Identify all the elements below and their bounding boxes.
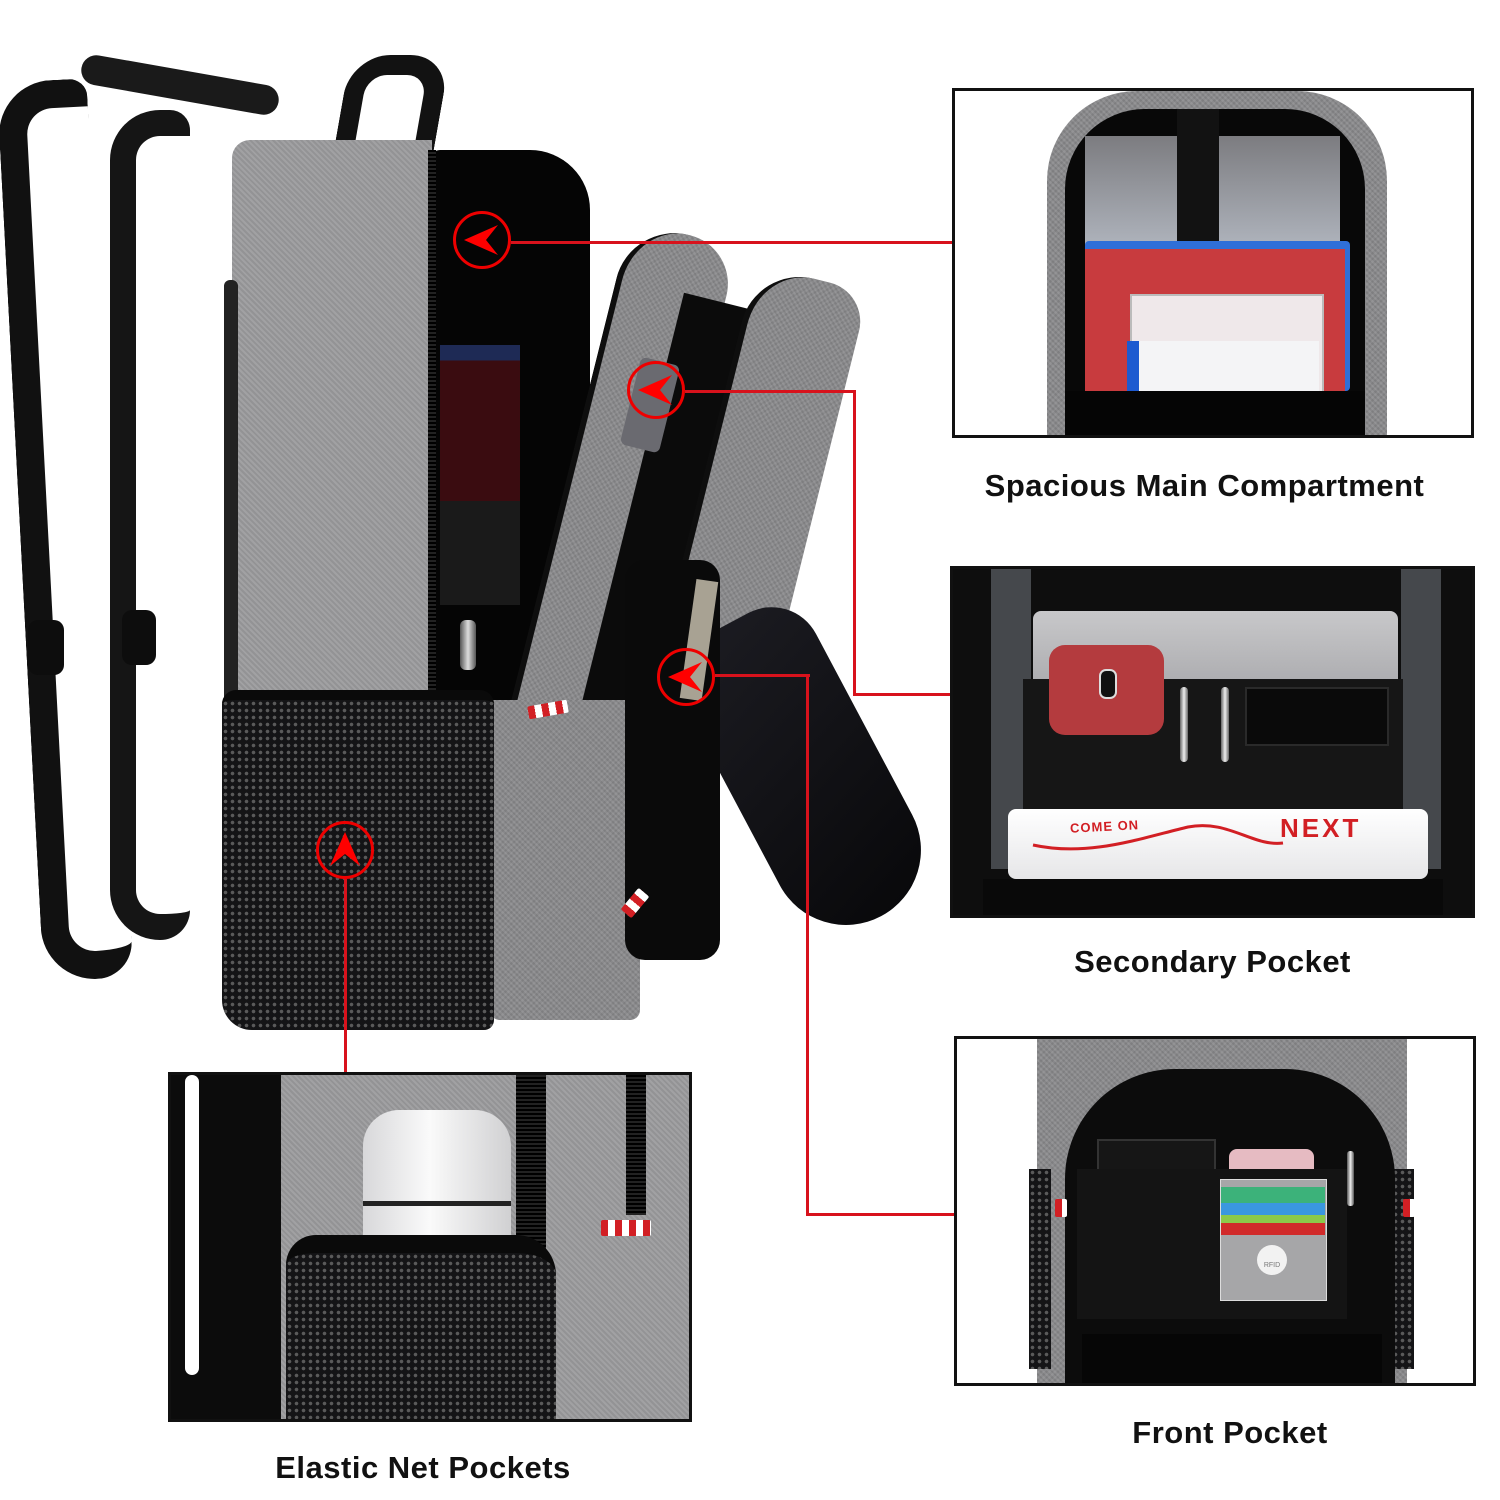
strap-buckle — [28, 620, 64, 675]
rfid-badge: RFID — [1257, 1245, 1287, 1275]
slogan-swoosh — [1032, 824, 1284, 851]
bottom-pocket — [1065, 391, 1365, 435]
book-white-2 — [1127, 341, 1319, 396]
wallet — [1245, 687, 1389, 746]
pocket-bottom — [983, 879, 1443, 915]
card-red — [1221, 1223, 1325, 1235]
phone-camera — [1099, 669, 1117, 699]
arrow-left-icon — [668, 662, 702, 692]
connector-secondary-h1 — [685, 390, 855, 393]
strap-top-band — [78, 52, 282, 118]
caption-front-pocket: Front Pocket — [1132, 1415, 1328, 1450]
net-front-panel — [546, 1075, 689, 1419]
net-zipper-pull — [601, 1220, 651, 1236]
connector-front-h2 — [806, 1213, 956, 1216]
connector-front-v — [806, 674, 809, 1216]
pen-2 — [1221, 687, 1229, 762]
caption-net-pockets: Elastic Net Pockets — [275, 1450, 571, 1485]
laptop-strap — [1177, 109, 1219, 249]
panel-secondary-pocket: COME ON NEXT — [950, 566, 1475, 918]
strap-buckle-2 — [122, 610, 156, 665]
backpack-illustration — [0, 0, 948, 1040]
marker-secondary-pocket[interactable] — [627, 361, 685, 419]
marker-main-compartment[interactable] — [453, 211, 511, 269]
main-compartment-folder — [440, 345, 520, 605]
marker-front-pocket[interactable] — [657, 648, 715, 706]
front-side-mesh-right — [1392, 1169, 1414, 1369]
net-pocket-mesh — [286, 1235, 556, 1419]
card-lime — [1221, 1215, 1325, 1223]
net-strap-highlight — [185, 1075, 199, 1375]
pen-1 — [1180, 687, 1188, 762]
panel-main-compartment — [952, 88, 1474, 438]
panel-front-pocket: RFID — [954, 1036, 1476, 1386]
arrow-left-icon — [638, 375, 672, 405]
slogan-text-right: NEXT — [1280, 813, 1362, 843]
slogan-pillow: COME ON NEXT — [1008, 809, 1428, 879]
front-pocket-bottom — [1082, 1334, 1382, 1383]
bottle-band — [363, 1201, 511, 1206]
caption-secondary-pocket: Secondary Pocket — [1074, 944, 1351, 979]
front-zipper-pull-left — [1055, 1199, 1067, 1217]
shoulder-strap-inner — [110, 110, 190, 940]
front-side-mesh-left — [1029, 1169, 1051, 1369]
arrow-up-icon — [330, 832, 360, 866]
front-pen — [1347, 1151, 1354, 1206]
connector-front-h1 — [715, 674, 810, 677]
main-zipper-pull — [460, 620, 476, 670]
marker-net-pockets[interactable] — [316, 821, 374, 879]
connector-main-h — [511, 241, 954, 244]
front-zipper-pull-right — [1403, 1199, 1415, 1217]
connector-secondary-v — [853, 390, 856, 695]
caption-main-compartment: Spacious Main Compartment — [984, 468, 1425, 503]
connector-net-v — [344, 879, 347, 1074]
panel-net-pockets — [168, 1072, 692, 1422]
card-green — [1221, 1187, 1325, 1203]
rfid-label: RFID — [1263, 1262, 1281, 1269]
connector-secondary-h2 — [853, 693, 953, 696]
net-zipper-2 — [626, 1075, 646, 1215]
arrow-left-icon — [464, 225, 498, 255]
card-blue — [1221, 1203, 1325, 1215]
main-zipper-track — [428, 150, 436, 710]
backpack-lower-body — [490, 700, 640, 1020]
